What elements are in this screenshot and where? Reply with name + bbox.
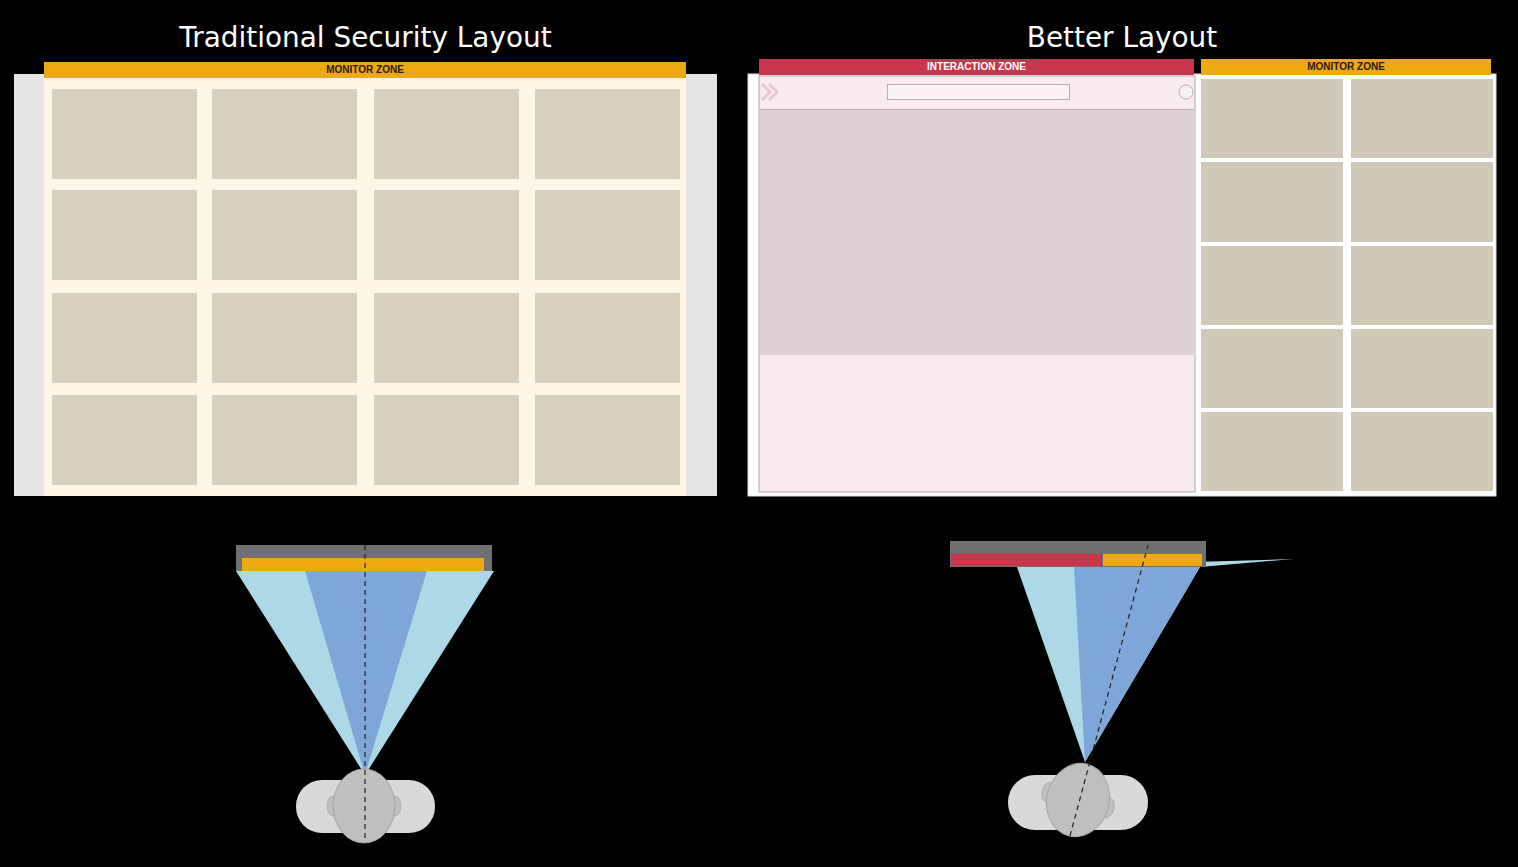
toolbar-button [1179,85,1193,99]
zone-band: INTERACTION ZONE [759,59,1194,75]
zone-band: MONITOR ZONE [1201,59,1491,75]
screen [748,74,1496,496]
layout-heading: Better Layout [748,18,1496,58]
viewer-diagram [950,541,1294,845]
content-area [760,110,1195,355]
zone-label: MONITOR ZONE [1307,61,1385,73]
screen-layout: Traditional Security LayoutMONITOR ZONE [14,74,717,496]
nav-arrows [762,84,777,100]
toolbar-divider [760,109,1195,110]
zone-label: INTERACTION ZONE [927,61,1026,73]
viewer-diagram [236,545,494,843]
screen-layout: Better LayoutINTERACTION ZONEMONITOR ZON… [748,74,1496,496]
monitor-panel [44,62,686,496]
zone-label: MONITOR ZONE [326,64,404,76]
camera-tiles [52,89,680,485]
camera-tiles [1201,79,1493,491]
interaction-pane [759,76,1195,492]
search-bar [888,85,1070,100]
layout-heading: Traditional Security Layout [14,18,717,58]
zone-band: MONITOR ZONE [44,62,686,78]
